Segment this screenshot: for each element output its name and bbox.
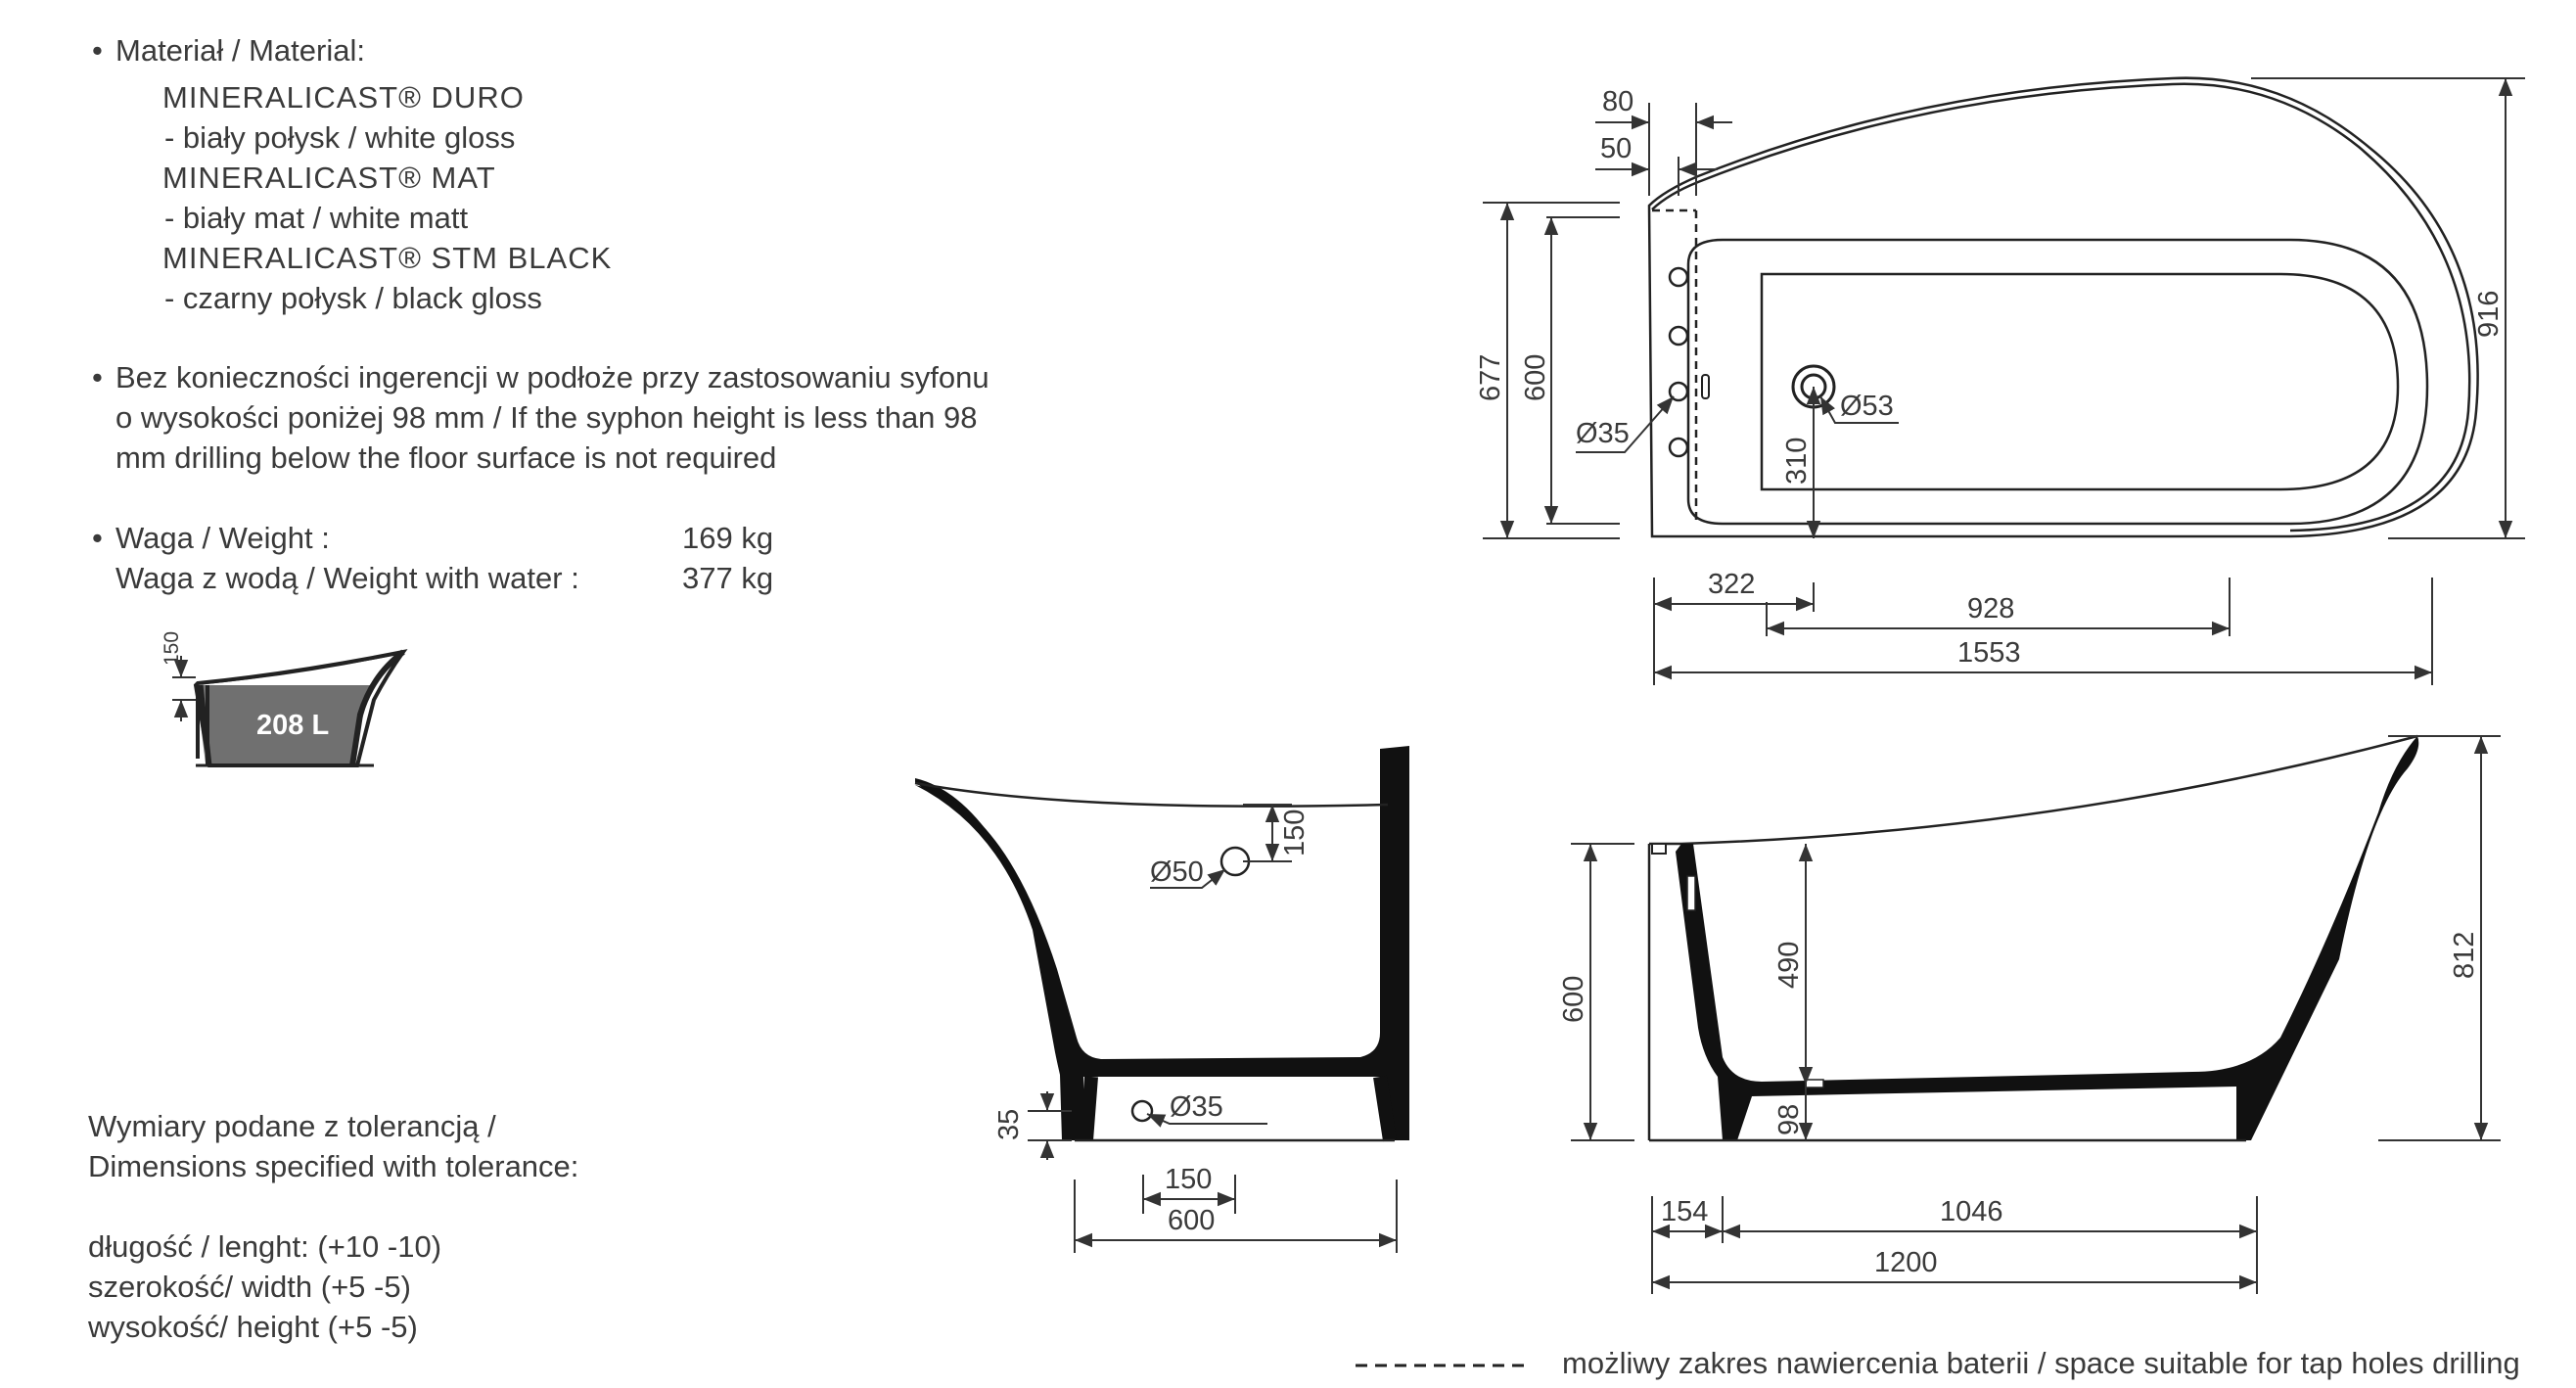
tolerance-heading-pl: Wymiary podane z tolerancją / — [88, 1109, 496, 1143]
side-dim-1200: 1200 — [1874, 1247, 1938, 1278]
side-dim-98: 98 — [1773, 1104, 1805, 1135]
front-dim-150: 150 — [1165, 1164, 1212, 1195]
front-dim-overflow-diameter: Ø50 — [1150, 856, 1204, 888]
tolerance-heading-en: Dimensions specified with tolerance: — [88, 1149, 579, 1183]
weight-water-value: 377 kg — [682, 561, 774, 595]
material-mat: MINERALICAST® MAT — [162, 161, 496, 195]
weight-label: Waga / Weight : — [92, 518, 330, 558]
top-dim-1553: 1553 — [1957, 637, 2021, 669]
material-stm-black: MINERALICAST® STM BLACK — [162, 241, 613, 275]
side-dim-490: 490 — [1773, 942, 1805, 989]
top-dim-916: 916 — [2473, 291, 2505, 338]
front-dim-150-vertical: 150 — [1279, 810, 1311, 856]
top-dim-80: 80 — [1602, 86, 1633, 117]
side-dim-812: 812 — [2449, 932, 2480, 979]
syphon-note-line3: mm drilling below the floor surface is n… — [115, 440, 777, 475]
material-heading: Materiał / Material: — [92, 30, 365, 70]
top-dim-600: 600 — [1520, 354, 1551, 401]
weight-water-label: Waga z wodą / Weight with water : — [115, 561, 579, 595]
tolerance-width: szerokość/ width (+5 -5) — [88, 1270, 411, 1304]
tolerance-length: długość / lenght: (+10 -10) — [88, 1229, 442, 1264]
front-dim-35: 35 — [993, 1109, 1025, 1140]
top-dim-677: 677 — [1475, 354, 1506, 401]
top-dim-310: 310 — [1781, 438, 1813, 485]
syphon-note-line1: Bez konieczności ingerencji w podłoże pr… — [92, 357, 989, 397]
material-mat-finish: - biały mat / white matt — [164, 201, 469, 235]
volume-label: 208 L — [256, 710, 329, 741]
side-dim-1046: 1046 — [1940, 1196, 2003, 1227]
front-view — [914, 746, 1409, 1142]
legend-tap-holes-text: możliwy zakres nawiercenia baterii / spa… — [1562, 1346, 2520, 1380]
top-view — [1647, 76, 2479, 538]
side-dim-600: 600 — [1558, 976, 1589, 1023]
volume-icon: 150 208 L — [161, 631, 408, 767]
side-dim-154: 154 — [1661, 1196, 1708, 1227]
front-dim-drain-diameter: Ø35 — [1170, 1091, 1223, 1123]
material-stm-black-finish: - czarny połysk / black gloss — [164, 281, 542, 315]
top-dim-322: 322 — [1708, 569, 1755, 600]
material-duro-finish: - biały połysk / white gloss — [164, 120, 516, 155]
top-dim-928: 928 — [1967, 593, 2014, 625]
weight-value: 169 kg — [682, 521, 774, 555]
top-dim-drain-diameter: Ø53 — [1840, 391, 1894, 422]
top-dim-tap-hole-diameter: Ø35 — [1576, 418, 1630, 449]
front-view-dimensions — [1028, 804, 1398, 1253]
tolerance-height: wysokość/ height (+5 -5) — [88, 1310, 418, 1344]
front-dim-600: 600 — [1168, 1205, 1215, 1236]
top-dim-50: 50 — [1600, 133, 1632, 164]
side-view — [1647, 734, 2419, 1142]
material-duro: MINERALICAST® DURO — [162, 80, 525, 115]
syphon-note-line2: o wysokości poniżej 98 mm / If the sypho… — [115, 400, 978, 435]
volume-offset-label: 150 — [161, 631, 183, 666]
top-view-dimensions — [1483, 77, 2525, 685]
side-view-dimensions — [1571, 735, 2501, 1294]
